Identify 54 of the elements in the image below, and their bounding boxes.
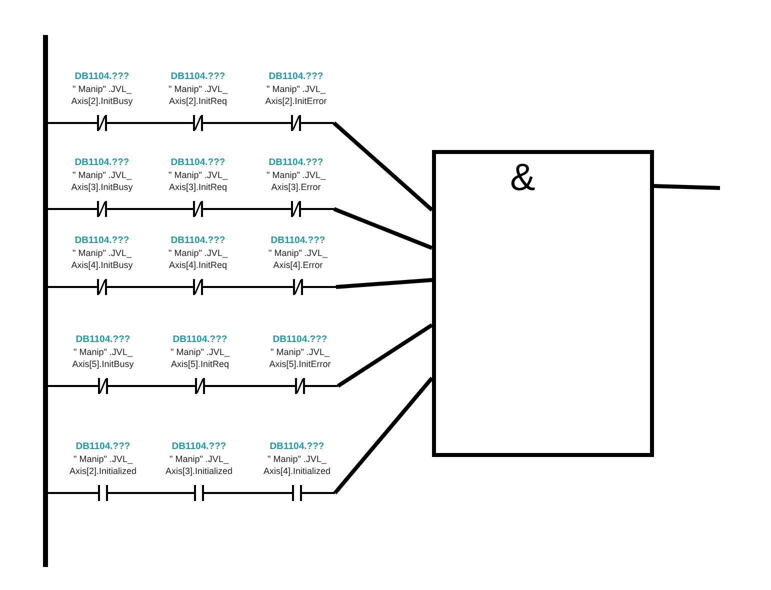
address-label: DB1104.??? xyxy=(170,71,226,83)
wire xyxy=(332,122,434,212)
wire xyxy=(333,376,434,494)
power-rail xyxy=(43,35,48,567)
tag-label: " Manip" .JVL_ Axis[4].InitReq xyxy=(168,247,228,271)
wire xyxy=(48,286,64,288)
tag-label: " Manip" .JVL_ Axis[4].Error xyxy=(268,247,328,271)
tag-label: " Manip" .JVL_ Axis[5].InitReq xyxy=(170,346,230,370)
wire xyxy=(236,286,260,288)
wire xyxy=(140,286,160,288)
wire xyxy=(48,492,65,494)
tag-label: " Manip" .JVL_ Axis[2].InitReq xyxy=(168,83,228,107)
wire xyxy=(48,385,65,387)
wire xyxy=(654,184,720,190)
tag-label: " Manip" .JVL_ Axis[4].InitBusy xyxy=(70,247,134,271)
tag-label: " Manip" .JVL_ Axis[2].InitBusy xyxy=(70,83,134,107)
tag-label: " Manip" .JVL_ Axis[3].Initialized xyxy=(164,453,234,477)
address-label: DB1104.??? xyxy=(74,71,130,83)
address-label: DB1104.??? xyxy=(170,235,226,247)
wire xyxy=(236,122,258,124)
wire xyxy=(48,208,64,210)
tag-label: " Manip" .JVL_ Axis[5].InitError xyxy=(268,346,332,370)
address-label: DB1104.??? xyxy=(170,157,226,169)
wire xyxy=(336,323,434,388)
tag-label: " Manip" .JVL_ Axis[5].InitBusy xyxy=(71,346,135,370)
wire xyxy=(141,385,162,387)
wire xyxy=(333,207,433,250)
address-label: DB1104.??? xyxy=(76,334,130,346)
address-label: DB1104.??? xyxy=(268,157,324,169)
wire xyxy=(237,492,259,494)
address-label: DB1104.??? xyxy=(172,441,226,453)
wire xyxy=(238,385,262,387)
tag-label: " Manip" .JVL_ Axis[2].Initialized xyxy=(68,453,138,477)
address-label: DB1104.??? xyxy=(74,235,130,247)
address-label: DB1104.??? xyxy=(270,235,326,247)
tag-label: " Manip" .JVL_ Axis[3].Error xyxy=(266,169,326,193)
address-label: DB1104.??? xyxy=(270,441,324,453)
wire xyxy=(336,278,432,289)
and-symbol: & xyxy=(510,156,536,200)
wire xyxy=(141,492,161,494)
tag-label: " Manip" .JVL_ Axis[4].Initialized xyxy=(262,453,332,477)
address-label: DB1104.??? xyxy=(272,334,328,346)
tag-label: " Manip" .JVL_ Axis[2].InitError xyxy=(264,83,328,107)
and-block xyxy=(432,150,654,457)
address-label: DB1104.??? xyxy=(74,157,130,169)
wire xyxy=(140,122,160,124)
address-label: DB1104.??? xyxy=(268,71,324,83)
address-label: DB1104.??? xyxy=(76,441,130,453)
tag-label: " Manip" .JVL_ Axis[3].InitReq xyxy=(168,169,228,193)
address-label: DB1104.??? xyxy=(172,334,228,346)
wire xyxy=(140,208,160,210)
wire xyxy=(48,122,64,124)
wire xyxy=(236,208,258,210)
tag-label: " Manip" .JVL_ Axis[3].InitBusy xyxy=(70,169,134,193)
